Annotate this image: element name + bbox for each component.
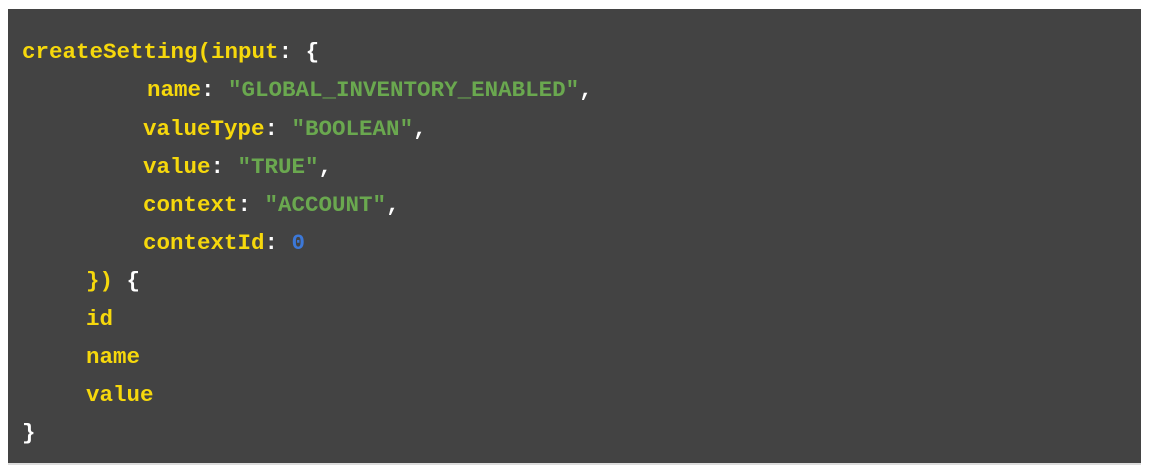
code-line-9: name bbox=[86, 343, 140, 371]
arg-input: input bbox=[211, 39, 279, 65]
name-key: name bbox=[147, 77, 202, 103]
code-line-11: } bbox=[22, 419, 36, 447]
context-value: "ACCOUNT" bbox=[264, 192, 387, 218]
context-key: context bbox=[143, 192, 238, 218]
context-id-key: contextId bbox=[143, 230, 265, 256]
code-line-5: context: "ACCOUNT", bbox=[143, 191, 400, 219]
comma: , bbox=[318, 154, 333, 180]
code-line-4: value: "TRUE", bbox=[143, 153, 332, 181]
field-name: name bbox=[86, 344, 141, 370]
colon: : bbox=[264, 116, 292, 142]
code-line-8: id bbox=[86, 305, 113, 333]
graphql-mutation-code: createSetting(input: { name: "GLOBAL_INV… bbox=[8, 9, 1141, 463]
code-line-7: }) { bbox=[86, 267, 140, 295]
comma: , bbox=[413, 116, 427, 142]
code-line-10: value bbox=[86, 381, 154, 409]
value-type-value: "BOOLEAN" bbox=[291, 116, 414, 142]
colon: : bbox=[210, 154, 238, 180]
field-id: id bbox=[86, 306, 114, 332]
function-name: createSetting bbox=[22, 39, 198, 65]
close-brace: } bbox=[22, 420, 36, 446]
code-line-1: createSetting(input: { bbox=[22, 38, 319, 66]
code-block: createSetting(input: { name: "GLOBAL_INV… bbox=[8, 9, 1141, 465]
close-args-parens: }) bbox=[86, 268, 114, 294]
colon: : bbox=[237, 192, 265, 218]
colon: : bbox=[201, 77, 229, 103]
open-paren: ( bbox=[197, 39, 212, 65]
name-value: "GLOBAL_INVENTORY_ENABLED" bbox=[228, 77, 580, 103]
code-line-6: contextId: 0 bbox=[143, 229, 305, 257]
code-line-2: name: "GLOBAL_INVENTORY_ENABLED", bbox=[147, 76, 593, 104]
field-value: value bbox=[86, 382, 154, 408]
code-line-3: valueType: "BOOLEAN", bbox=[143, 115, 427, 143]
value-key: value bbox=[143, 154, 211, 180]
open-brace: { bbox=[113, 268, 141, 294]
value-value: "TRUE" bbox=[237, 154, 319, 180]
comma: , bbox=[386, 192, 400, 218]
value-type-key: valueType bbox=[143, 116, 265, 142]
comma: , bbox=[579, 77, 593, 103]
arg-colon-brace: : { bbox=[278, 39, 320, 65]
colon: : bbox=[264, 230, 292, 256]
context-id-value: 0 bbox=[291, 230, 306, 256]
